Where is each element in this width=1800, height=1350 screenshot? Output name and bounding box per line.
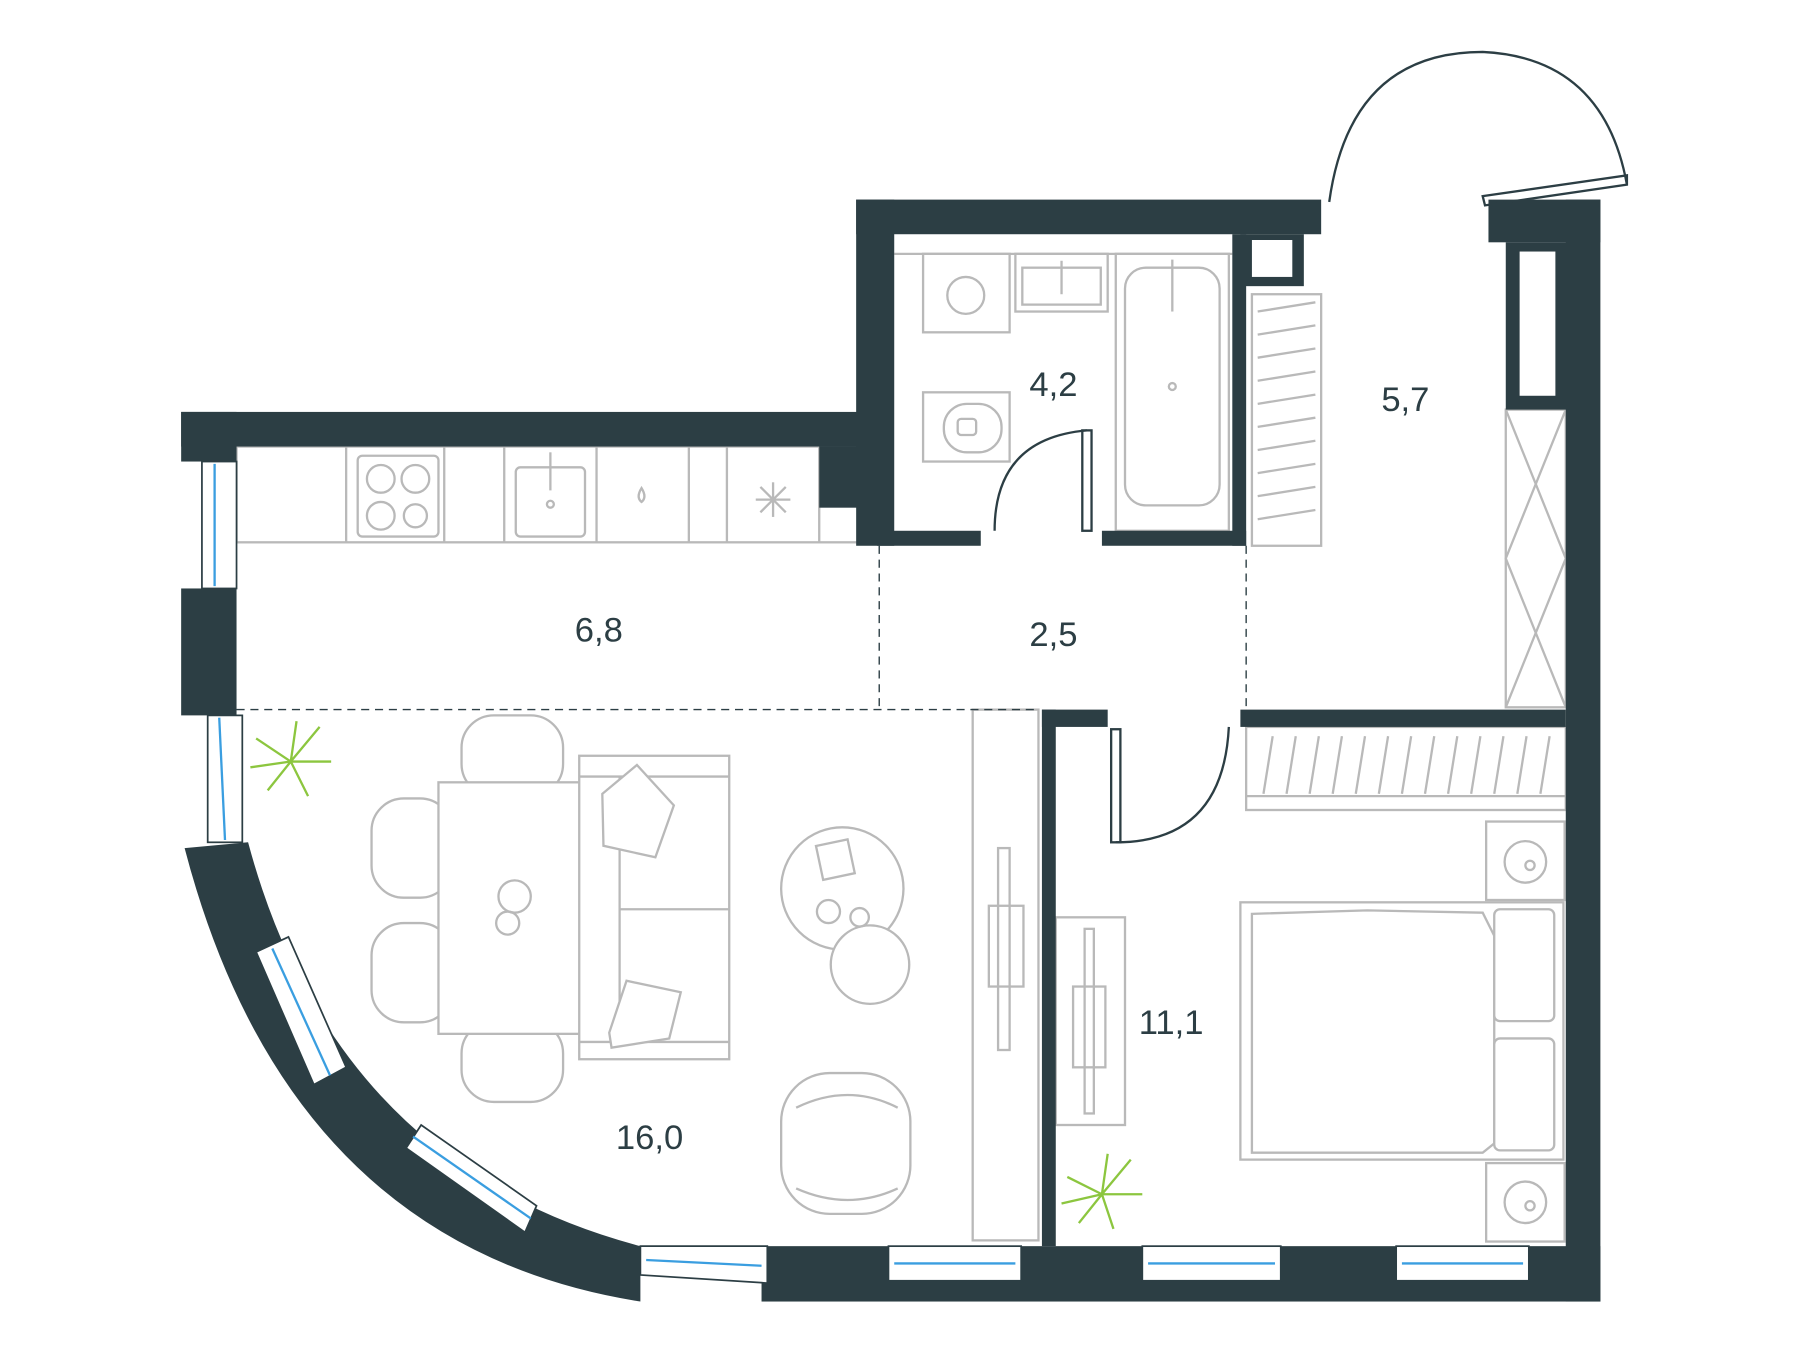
windows bbox=[201, 460, 1530, 1284]
dining-table bbox=[437, 781, 584, 1035]
area-label-bedroom: 11,1 bbox=[1139, 1004, 1204, 1042]
nightstand bbox=[1484, 820, 1566, 902]
snowflake-icon bbox=[755, 482, 791, 517]
area-label-hall: 5,7 bbox=[1381, 381, 1429, 419]
area-label-bathroom: 4,2 bbox=[1029, 366, 1077, 404]
washing-machine-icon bbox=[921, 252, 1011, 334]
drop-icon bbox=[637, 485, 646, 504]
bedroom-wardrobe bbox=[1245, 725, 1567, 812]
bathroom-door bbox=[993, 429, 1093, 532]
stove-icon bbox=[356, 454, 440, 538]
washbasin-icon bbox=[1014, 252, 1109, 313]
desk bbox=[1054, 916, 1127, 1127]
area-label-corridor: 2,5 bbox=[1029, 616, 1077, 654]
area-labels: 4,2 5,7 6,8 2,5 16,0 11,1 bbox=[575, 366, 1430, 1157]
kitchen-counter bbox=[235, 445, 879, 544]
area-label-living-room: 16,0 bbox=[616, 1119, 683, 1157]
plant-icon bbox=[250, 720, 332, 797]
entrance-door bbox=[1328, 50, 1629, 207]
area-label-kitchen: 6,8 bbox=[575, 612, 623, 650]
bedroom-door bbox=[1110, 726, 1230, 844]
dining-set bbox=[370, 714, 584, 1104]
toilet-icon bbox=[921, 391, 1011, 463]
armchair bbox=[780, 1071, 912, 1215]
furniture bbox=[235, 252, 1568, 1243]
hall-wardrobe bbox=[1504, 408, 1567, 709]
bed bbox=[1239, 820, 1566, 1243]
tv-unit bbox=[971, 708, 1040, 1242]
coffee-tables bbox=[780, 826, 911, 1005]
plant-icon bbox=[1061, 1153, 1143, 1230]
nightstand bbox=[1484, 1161, 1566, 1243]
zone-dividers bbox=[236, 545, 1247, 711]
doors bbox=[993, 50, 1629, 844]
sofa bbox=[578, 754, 731, 1061]
